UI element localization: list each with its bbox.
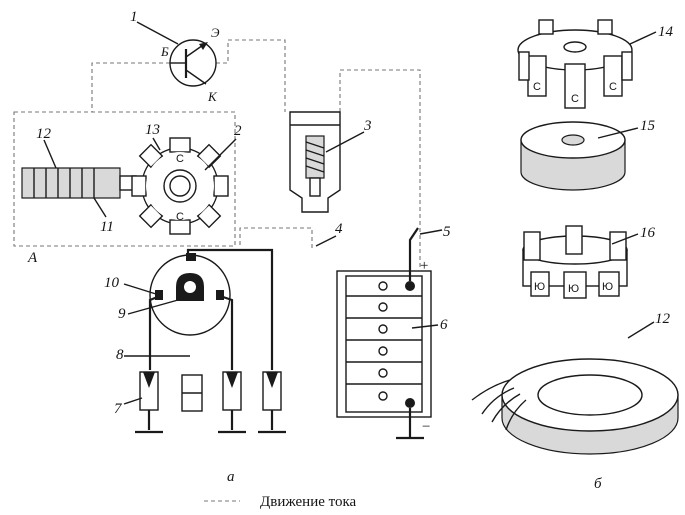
permanent-magnet	[21, 167, 137, 199]
bottom-pole-yu2: Ю	[568, 283, 579, 295]
stator-plate-bottom: Ю Ю Ю	[522, 225, 628, 299]
winding-coil	[471, 358, 679, 455]
label-11: 11	[100, 219, 114, 235]
label-14: 14	[658, 24, 674, 40]
transistor-emitter-label: Э	[211, 25, 220, 40]
label-12b: 12	[655, 311, 671, 327]
transistor: Б Э К	[160, 25, 220, 104]
label-13: 13	[145, 122, 160, 138]
block-a-frame	[13, 111, 236, 247]
label-8: 8	[116, 347, 124, 363]
block-a-label: А	[27, 250, 38, 266]
rotor-pole-s1: С	[176, 153, 184, 165]
label-7: 7	[114, 401, 123, 417]
label-5: 5	[443, 224, 451, 240]
caption-part-b: б	[594, 476, 602, 492]
label-1: 1	[130, 9, 138, 25]
label-15: 15	[640, 118, 656, 134]
label-16: 16	[640, 225, 656, 241]
top-pole-s2: С	[571, 93, 579, 105]
ring-magnet	[520, 121, 626, 191]
legend-current-flow: Движение тока	[260, 494, 357, 510]
transistor-base-label: Б	[160, 44, 169, 59]
top-pole-s1: С	[533, 81, 541, 93]
rotor-gear: С С	[131, 137, 229, 235]
label-3: 3	[363, 118, 372, 134]
spark-plug-row	[135, 371, 286, 434]
label-6: 6	[440, 317, 448, 333]
label-12a: 12	[36, 126, 52, 142]
battery-plus: +	[420, 258, 428, 274]
current-path	[91, 39, 421, 270]
battery-minus: −	[422, 419, 430, 435]
distributor	[148, 248, 274, 370]
spark-plug	[289, 111, 341, 213]
label-4: 4	[335, 221, 343, 237]
transistor-collector-label: К	[207, 89, 218, 104]
label-9: 9	[118, 306, 126, 322]
top-pole-s3: С	[609, 81, 617, 93]
bottom-pole-yu3: Ю	[602, 281, 613, 293]
label-2: 2	[234, 123, 242, 139]
battery: + −	[336, 227, 432, 440]
caption-part-a: а	[227, 469, 235, 485]
label-10: 10	[104, 275, 120, 291]
rotor-pole-s2: С	[176, 211, 184, 223]
stator-plate-top: С С С	[517, 19, 633, 109]
bottom-pole-yu1: Ю	[534, 281, 545, 293]
